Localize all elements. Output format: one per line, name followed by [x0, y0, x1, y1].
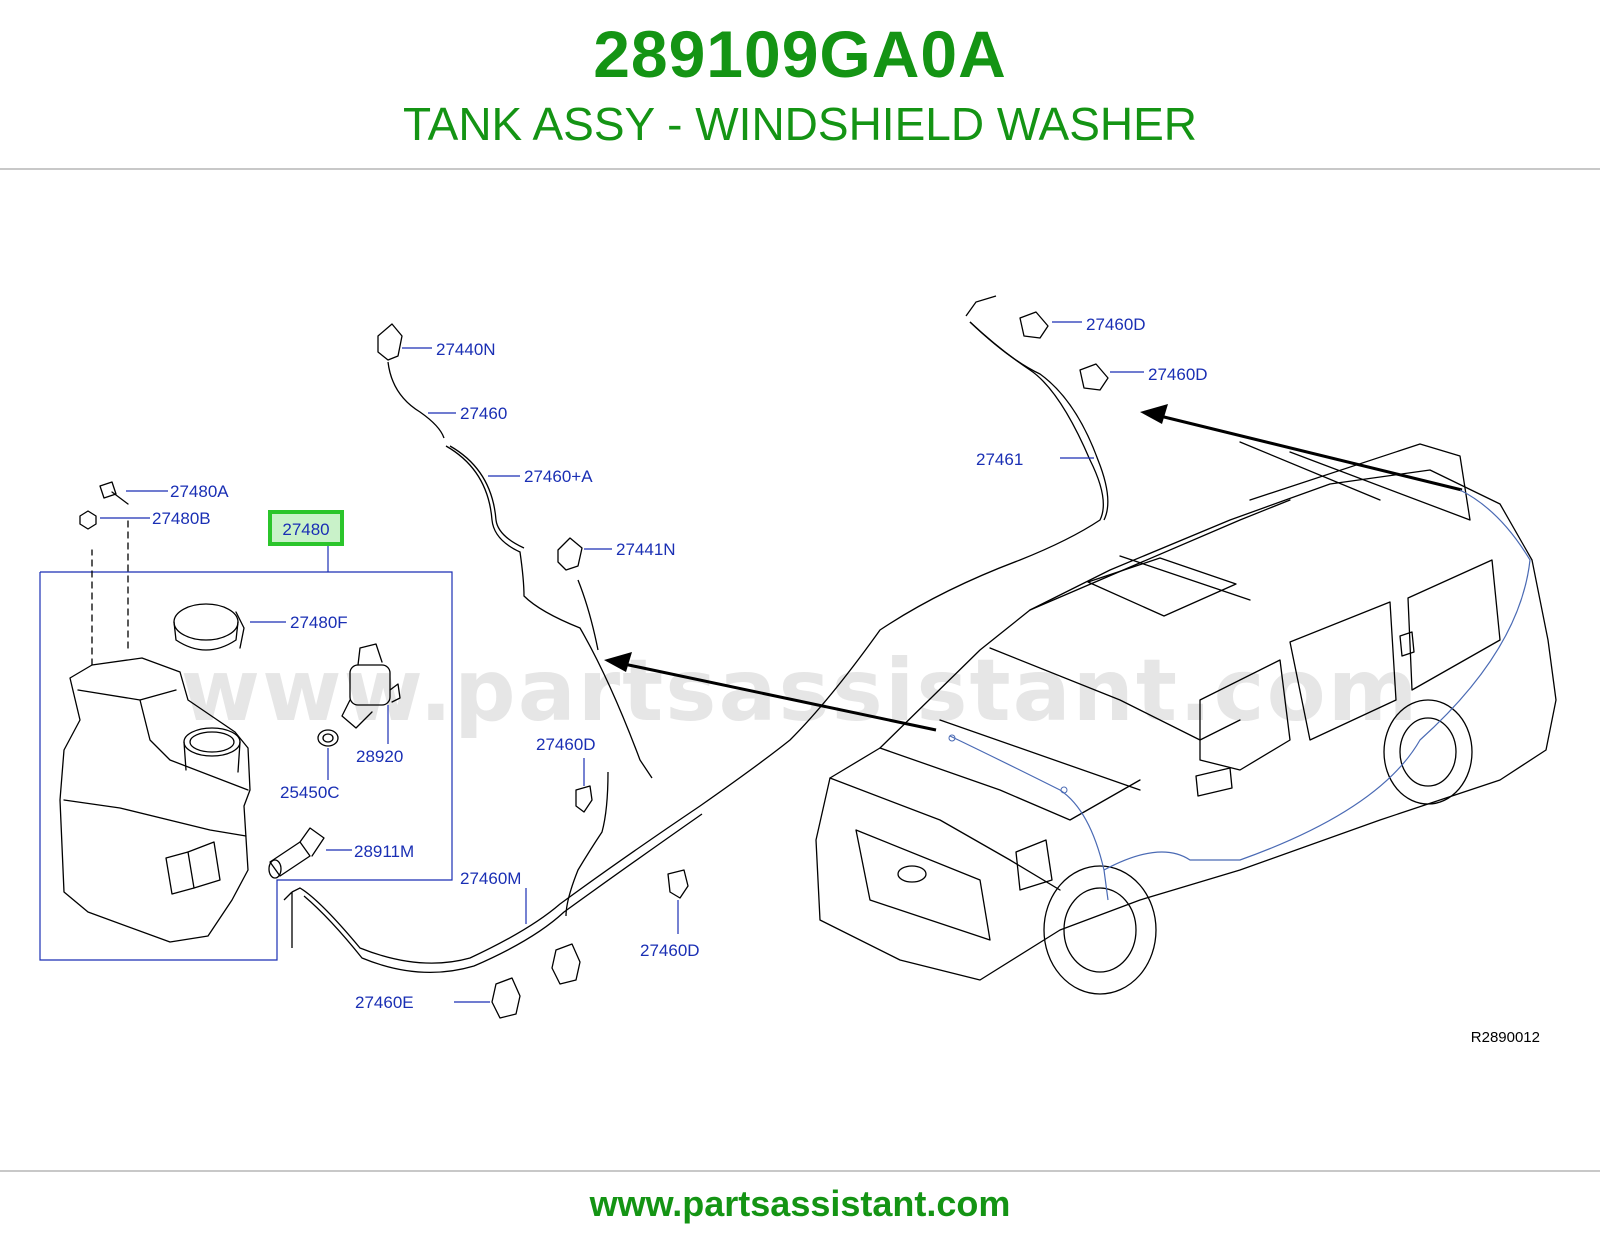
part-number-title: 289109GA0A [593, 17, 1007, 91]
hose-27460M[interactable]: 27460M [283, 321, 1104, 973]
washer-tank[interactable] [59, 519, 251, 943]
label-27480A[interactable]: 27480A [170, 482, 229, 501]
cap-27480F[interactable]: 27480F [173, 603, 348, 651]
label-28920[interactable]: 28920 [356, 747, 403, 766]
clip-27460D-low[interactable]: 27460D [640, 869, 700, 960]
label-27460D-low[interactable]: 27460D [640, 941, 700, 960]
label-27460M[interactable]: 27460M [460, 869, 521, 888]
arrow-front-washer [604, 652, 937, 732]
footer-divider [0, 1170, 1600, 1172]
watermark-text: www.partsassistant.com [181, 641, 1420, 741]
hose-27461[interactable]: 27461 [965, 295, 1109, 521]
grommet-25450C[interactable]: 25450C [280, 729, 340, 802]
clip-27460D-top2[interactable]: 27460D [1079, 363, 1208, 391]
label-27461[interactable]: 27461 [976, 450, 1023, 469]
clip-27460D-top1[interactable]: 27460D [1019, 311, 1146, 339]
label-27460D-top2[interactable]: 27460D [1148, 365, 1208, 384]
bolt-27480A[interactable]: 27480A [99, 481, 229, 505]
label-25450C[interactable]: 25450C [280, 783, 340, 802]
label-28911M[interactable]: 28911M [354, 842, 414, 861]
hose-27460[interactable]: 27460 [387, 361, 507, 439]
arrow-rear-washer [1140, 404, 1463, 492]
label-27480[interactable]: 27480 [282, 520, 329, 539]
nozzle-27440N[interactable]: 27440N [377, 323, 496, 361]
label-27460D-mid[interactable]: 27460D [536, 735, 596, 754]
label-27441N[interactable]: 27441N [616, 540, 676, 559]
label-27460A[interactable]: 27460+A [524, 467, 593, 486]
nozzle-27441N[interactable]: 27441N [557, 537, 676, 651]
label-27440N[interactable]: 27440N [436, 340, 496, 359]
label-27480F[interactable]: 27480F [290, 613, 348, 632]
highlight-box-27480[interactable]: 27480 [268, 510, 344, 546]
pump-28920[interactable]: 28920 [341, 643, 403, 766]
diagram-code: R2890012 [1471, 1029, 1540, 1046]
label-27460E[interactable]: 27460E [355, 993, 414, 1012]
label-27480B[interactable]: 27480B [152, 509, 211, 528]
label-27460D-top1[interactable]: 27460D [1086, 315, 1146, 334]
reservoir-group-bracket [39, 545, 453, 961]
clip-27460E[interactable]: 27460E [355, 943, 581, 1019]
part-name-subtitle: TANK ASSY - WINDSHIELD WASHER [402, 98, 1198, 150]
clip-27460D-mid[interactable]: 27460D [536, 735, 596, 813]
vehicle-suv [815, 441, 1557, 995]
hose-27460A[interactable]: 27460+A [445, 445, 653, 779]
footer-url[interactable]: www.partsassistant.com [589, 1183, 1011, 1224]
nut-27480B[interactable]: 27480B [79, 509, 211, 530]
sensor-28911M[interactable]: 28911M [268, 827, 414, 879]
label-27460[interactable]: 27460 [460, 404, 507, 423]
header-divider [0, 168, 1600, 170]
